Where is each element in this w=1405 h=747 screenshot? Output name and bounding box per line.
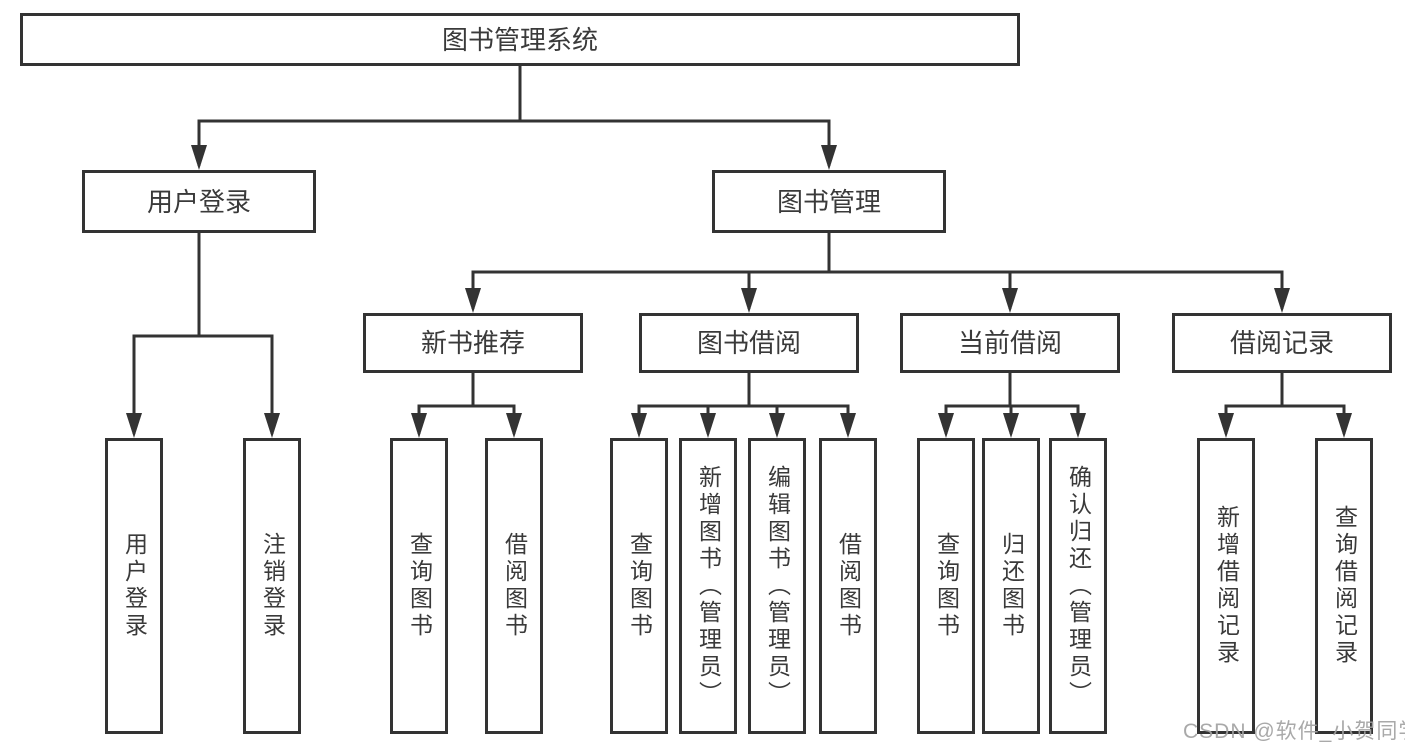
leaf-query-book-recommend: 查询图书 <box>390 438 448 734</box>
node-new-book-recommend: 新书推荐 <box>363 313 583 373</box>
leaf-logout: 注销登录 <box>243 438 301 734</box>
node-book-management: 图书管理 <box>712 170 946 233</box>
leaf-edit-book-admin: 编辑图书（管理员） <box>748 438 806 734</box>
node-book-borrowing: 图书借阅 <box>639 313 859 373</box>
leaf-query-book-borrowing: 查询图书 <box>610 438 668 734</box>
arrowheads <box>126 145 1352 438</box>
node-borrowing-records: 借阅记录 <box>1172 313 1392 373</box>
leaf-add-borrow-record: 新增借阅记录 <box>1197 438 1255 734</box>
leaf-add-book-admin: 新增图书（管理员） <box>679 438 737 734</box>
leaf-return-book: 归还图书 <box>982 438 1040 734</box>
leaf-query-borrow-record: 查询借阅记录 <box>1315 438 1373 734</box>
leaf-confirm-return-admin: 确认归还（管理员） <box>1049 438 1107 734</box>
leaf-borrow-book-recommend: 借阅图书 <box>485 438 543 734</box>
leaf-borrow-book: 借阅图书 <box>819 438 877 734</box>
node-current-borrowing: 当前借阅 <box>900 313 1120 373</box>
node-user-login: 用户登录 <box>82 170 316 233</box>
leaf-user-login: 用户登录 <box>105 438 163 734</box>
node-root-library-system: 图书管理系统 <box>20 13 1020 66</box>
leaf-query-book-current: 查询图书 <box>917 438 975 734</box>
csdn-watermark: CSDN @软件_小贺同学 <box>1183 720 1405 743</box>
